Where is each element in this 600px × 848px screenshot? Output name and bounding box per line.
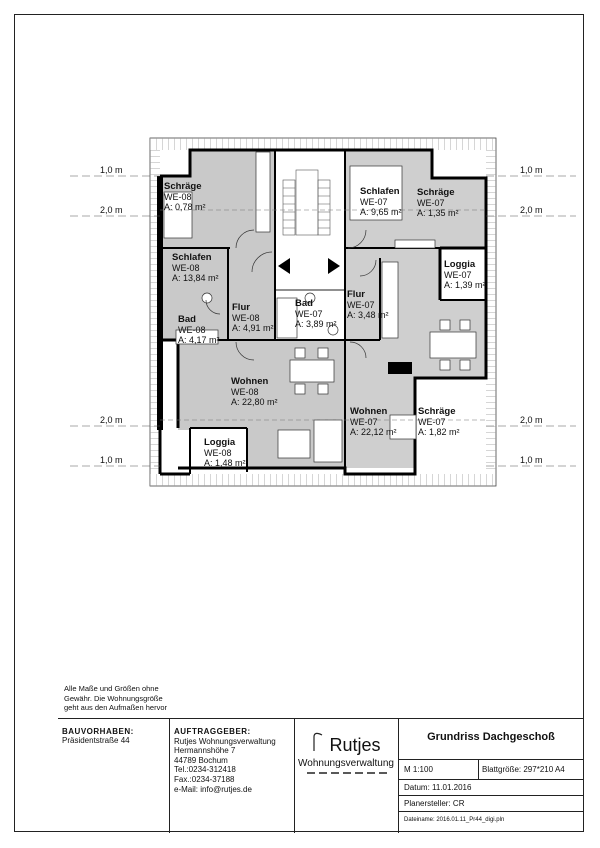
slope-lines: [160, 209, 486, 421]
roof-eaves: [149, 137, 497, 487]
disclaimer-note: Alle Maße und Größen ohne Gewähr. Die Wo…: [64, 684, 167, 712]
room-label: Schlafen WE-07 A: 9,65 m²: [360, 186, 402, 217]
room-label: Schräge WE-07 A: 1,82 m²: [418, 406, 460, 437]
height-marker-label: 1,0 m: [100, 165, 123, 175]
title-block: BAUVORHABEN: Präsidentstraße 44 AUFTRAGG…: [58, 718, 584, 833]
planner: Planersteller: CR: [404, 799, 465, 808]
logo-dash-line: [307, 772, 387, 774]
logo-mark-icon: [313, 732, 323, 751]
height-marker-label: 1,0 m: [520, 455, 543, 465]
height-marker-label: 2,0 m: [100, 205, 123, 215]
client-block: AUFTRAGGEBER: Rutjes Wohnungsverwaltung …: [174, 727, 276, 794]
room-label: Wohnen WE-08 A: 22,80 m²: [231, 376, 278, 407]
furniture: [163, 151, 477, 463]
height-marker-lines: [70, 175, 576, 467]
company-logo: Rutjes Wohnungsverwaltung: [294, 729, 398, 778]
room-label: Wohnen WE-07 A: 22,12 m²: [350, 406, 397, 437]
project-block: BAUVORHABEN: Präsidentstraße 44: [62, 727, 134, 745]
date: Datum: 11.01.2016: [404, 783, 472, 792]
drawing-title: Grundriss Dachgeschoß: [427, 731, 555, 743]
room-label: Schräge WE-08 A: 0,78 m²: [164, 181, 206, 212]
door-swings: [205, 229, 377, 361]
walls: [157, 148, 488, 476]
filename: Dateiname: 2016.01.11_Pr44_digi.pln: [404, 817, 505, 823]
scale: M 1:100: [404, 765, 433, 774]
room-label: Schräge WE-07 A: 1,35 m²: [417, 187, 459, 218]
staircase: [274, 149, 346, 291]
height-marker-label: 2,0 m: [520, 415, 543, 425]
sheet-size: Blattgröße: 297*210 A4: [482, 765, 565, 774]
room-label: Loggia WE-08 A: 1,48 m²: [204, 437, 246, 468]
height-marker-label: 2,0 m: [520, 205, 543, 215]
room-label: Bad WE-07 A: 3,89 m²: [295, 298, 337, 329]
room-label: Flur WE-08 A: 4,91 m²: [232, 302, 274, 333]
room-label: Flur WE-07 A: 3,48 m²: [347, 289, 389, 320]
drawing-sheet: [14, 14, 584, 832]
room-label: Loggia WE-07 A: 1,39 m²: [444, 259, 486, 290]
height-marker-label: 1,0 m: [520, 165, 543, 175]
room-label: Schlafen WE-08 A: 13,84 m²: [172, 252, 219, 283]
height-marker-label: 2,0 m: [100, 415, 123, 425]
room-label: Bad WE-08 A: 4,17 m²: [178, 314, 220, 345]
height-marker-label: 1,0 m: [100, 455, 123, 465]
